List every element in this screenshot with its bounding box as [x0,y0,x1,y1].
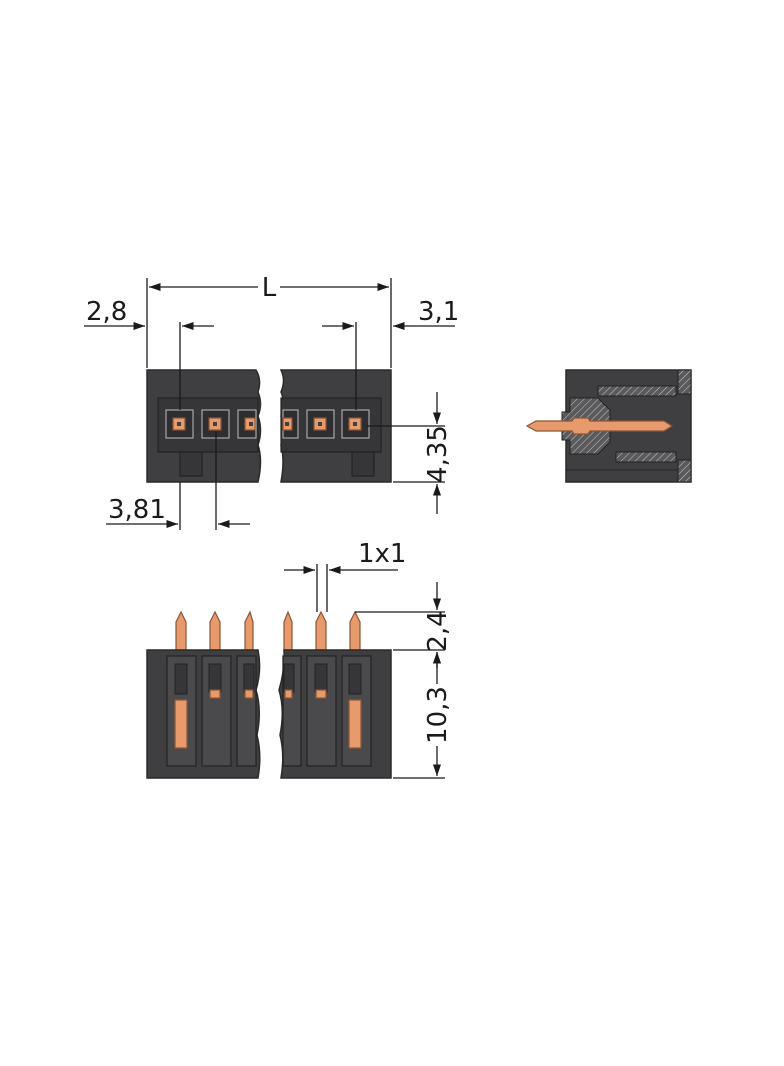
top-view-pin-socket [237,409,257,439]
dimension-body-height: 10,3 [393,652,453,779]
side-view-pin [525,417,674,435]
front-view-pin-inner [244,689,254,699]
dimension-body-height-label: 10,3 [423,686,453,744]
dimension-pin-size: 1x1 [284,539,406,612]
dimension-right-offset: 3,1 [322,297,459,410]
top-view-pin-socket [341,409,370,439]
front-view-pin-inner [174,699,188,749]
dimension-pin-protrusion-label: 2,4 [423,610,453,651]
front-view-pin-inner [315,689,327,699]
front-view-pin [283,610,293,651]
dimension-left-offset: 2,8 [84,297,214,410]
top-view-pin-socket [165,409,194,439]
side-view [525,369,692,483]
front-view-pin [209,610,221,651]
front-view-pin [175,610,187,651]
front-view [146,610,392,779]
dimension-right-offset-label: 3,1 [418,297,459,327]
dimension-pin-size-label: 1x1 [358,539,406,569]
dimension-pin-protrusion: 2,4 [355,582,453,668]
front-view-pin-inner [348,699,362,749]
top-view-pin-socket [282,409,299,439]
dimension-length-label: L [262,273,277,303]
dimension-height-top: 4,35 [366,392,453,514]
top-view-latch-left [179,451,203,477]
dimension-length: L [146,273,392,368]
dimension-pitch-label: 3,81 [108,495,166,525]
dimension-left-offset-label: 2,8 [86,297,127,327]
dimension-pitch: 3,81 [106,432,250,530]
front-view-pin-inner [209,689,221,699]
front-view-pin [315,610,327,651]
front-view-pin [349,610,361,651]
top-view-pin-socket [306,409,335,439]
top-view [146,369,392,483]
front-view-pin [244,610,254,651]
top-view-latch-right [351,451,375,477]
dimension-height-top-label: 4,35 [423,425,453,483]
front-view-pin-inner [284,689,293,699]
